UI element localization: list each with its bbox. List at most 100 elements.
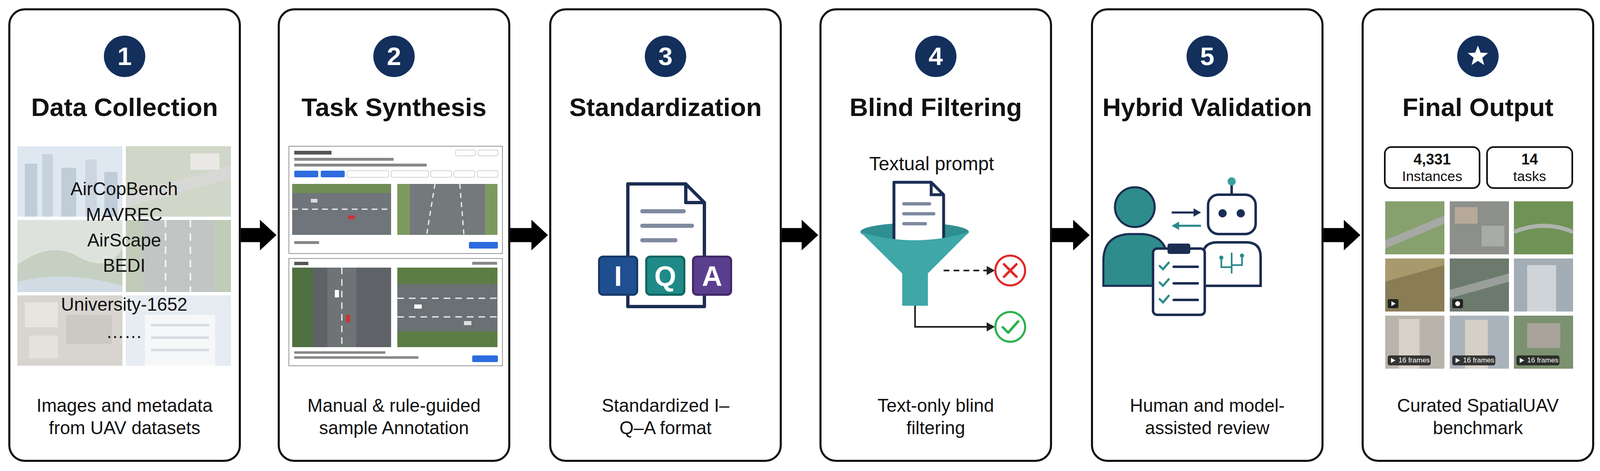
ui-button [294, 170, 319, 178]
verge [485, 183, 498, 235]
arrow-head [1193, 208, 1202, 217]
text-line [294, 163, 427, 167]
check-symbol [1159, 262, 1169, 303]
car [334, 289, 339, 298]
list-line [1173, 266, 1198, 300]
stage-caption: Standardized I–Q–A format [595, 393, 736, 439]
text-line [294, 240, 320, 244]
circuit-node [1239, 253, 1245, 258]
stage-heading: Blind Filtering [821, 91, 1050, 123]
ellipsis-mark: …… [105, 321, 143, 343]
roof [1454, 206, 1478, 224]
text-line [294, 350, 386, 354]
stat-box: 14tasks [1486, 146, 1574, 189]
ui-button [454, 170, 475, 178]
thumbnail [1513, 258, 1574, 312]
step-number-badge: 5 [1186, 35, 1228, 77]
thumbnail [1513, 315, 1574, 369]
step-number: 5 [1200, 43, 1215, 70]
frame-count: 16 frames [1463, 355, 1495, 365]
verge [397, 267, 498, 284]
stage-heading: Final Output [1363, 91, 1593, 123]
format-tile: Q [645, 255, 686, 296]
car [310, 198, 318, 203]
play-symbol [1390, 357, 1396, 363]
stage-panel: Hybrid ValidationHuman and model-assiste… [1090, 8, 1324, 462]
aerial-photo [397, 267, 498, 347]
stage-panel: StandardizationStandardized I–Q–A format… [549, 8, 782, 462]
step-number: 3 [658, 43, 673, 70]
aerial-photo [292, 183, 392, 235]
arrow-head [1171, 221, 1180, 230]
filter-funnel [860, 182, 1026, 342]
aerial-photo [292, 267, 392, 347]
text-line [902, 201, 932, 206]
stage-panel: Blind FilteringText-only blind filtering… [819, 8, 1053, 462]
stage-caption: Images and metadata from UAV datasets [21, 393, 229, 439]
frame-badge [1516, 355, 1560, 366]
ui-button [478, 149, 498, 156]
robot-body [1202, 242, 1261, 286]
flow-arrow [1052, 219, 1090, 251]
flow-arrow [510, 219, 548, 251]
frame-count: 16 frames [1398, 355, 1430, 365]
video-icon [1387, 298, 1399, 308]
building [1527, 264, 1557, 312]
road [1385, 215, 1445, 249]
car [463, 320, 472, 325]
accept-mark [995, 311, 1026, 342]
stat-value: 14 [1521, 150, 1538, 168]
step-number: 2 [386, 43, 402, 70]
roof [1481, 225, 1505, 247]
stat-value: 4,331 [1413, 150, 1451, 168]
slope [1385, 264, 1445, 312]
thumbnail [1385, 315, 1445, 369]
stage-caption: Curated SpatialUAV benchmark [1382, 393, 1574, 439]
dataset-collage [17, 146, 231, 366]
camera-lens [1455, 300, 1461, 306]
annotation-screenshots [288, 146, 503, 366]
step-number-badge: 4 [915, 35, 957, 77]
clipboard-clip [1167, 243, 1191, 254]
format-letter: A [701, 261, 723, 290]
screenshot-card [288, 146, 503, 254]
text-line [640, 223, 695, 228]
lane-marking [397, 297, 498, 317]
stage-caption: Human and model-assisted review [1120, 393, 1295, 439]
format-tile: A [691, 255, 733, 296]
format-letter: Q [654, 261, 677, 290]
dataset-name: AirScape [87, 229, 162, 251]
car [414, 304, 422, 309]
dataset-name: University-1652 [60, 293, 188, 315]
thumbnail [1385, 258, 1445, 312]
text-line [902, 221, 928, 226]
stage-heading: Data Collection [10, 91, 239, 123]
accept-arrow [915, 305, 989, 327]
check-symbol [1002, 321, 1019, 333]
lane-marking [341, 267, 343, 347]
step-number-badge: 3 [644, 35, 687, 77]
stat-unit: Instances [1402, 168, 1463, 185]
stage-heading: Hybrid Validation [1093, 91, 1322, 123]
person-head [1114, 187, 1155, 227]
flow-arrow [1323, 219, 1361, 251]
ui-button [472, 355, 498, 362]
dataset-name: AirCopBench [70, 178, 178, 200]
stage-caption: Text-only blind filtering [852, 393, 1019, 439]
funnel-body [860, 231, 970, 306]
dataset-name: BEDI [103, 254, 146, 277]
frame-count: 16 frames [1527, 355, 1559, 365]
ui-button [347, 170, 389, 178]
step-number: 1 [117, 43, 132, 70]
document-fold [931, 182, 944, 195]
dataset-name: MAVREC [86, 204, 163, 226]
exchange-arrow [1171, 211, 1195, 214]
ui-button [455, 149, 476, 156]
circuit-node [1219, 255, 1224, 260]
verge [292, 183, 392, 193]
clipboard [1153, 248, 1205, 315]
text-line [472, 261, 498, 265]
play-symbol [1391, 300, 1396, 306]
frame-badge [1387, 355, 1431, 366]
